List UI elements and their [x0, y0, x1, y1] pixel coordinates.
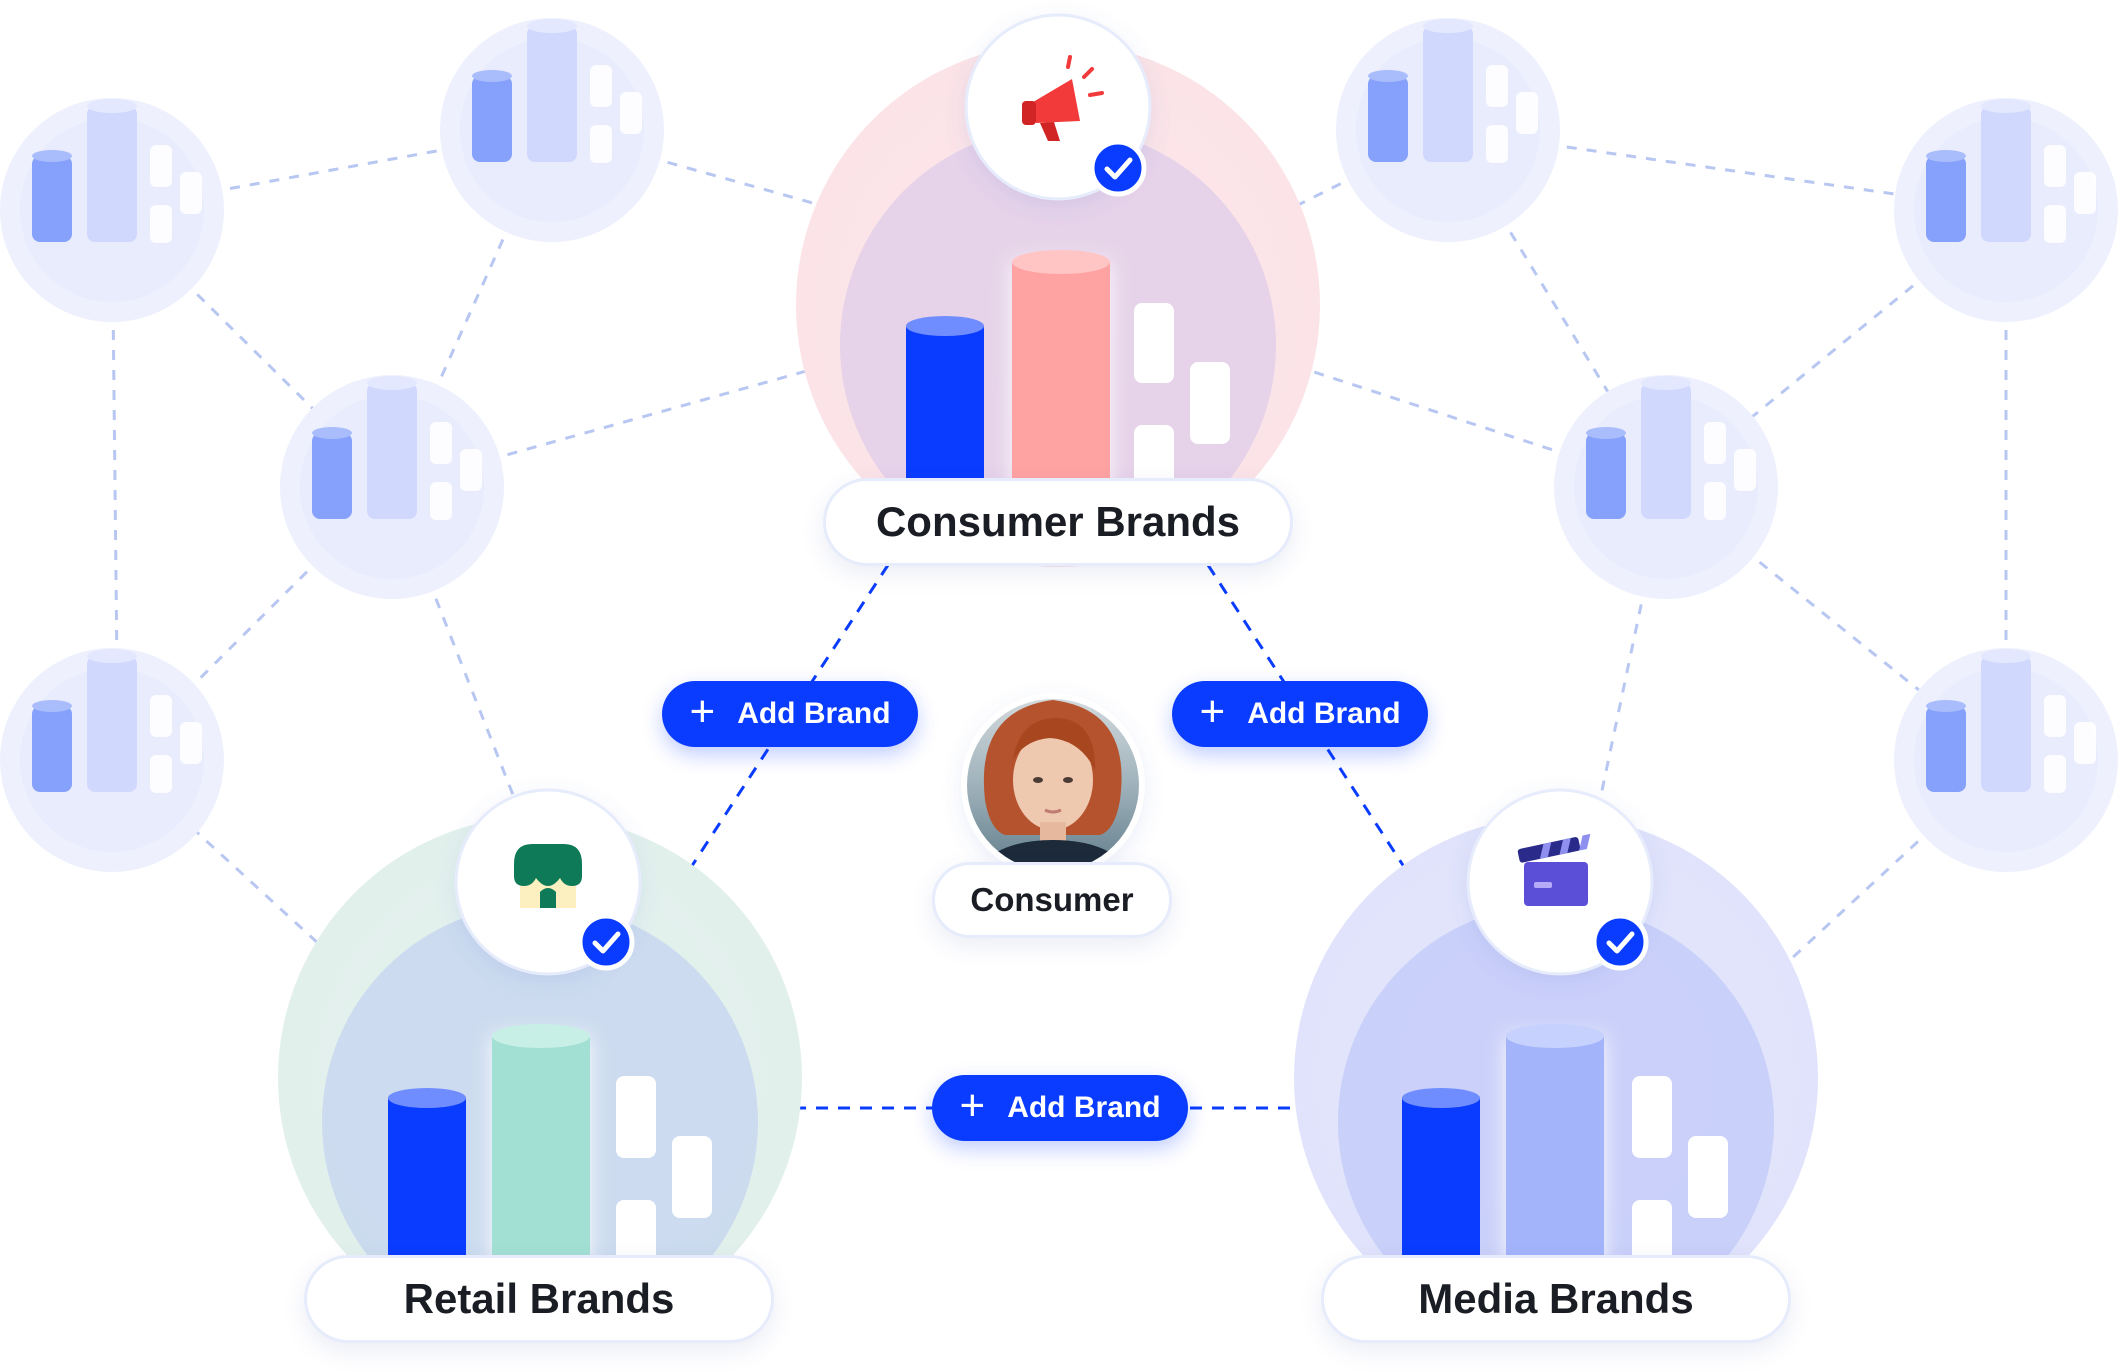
check-badge-icon — [577, 913, 635, 971]
add-brand-label: Add Brand — [737, 697, 891, 730]
plus-icon: + — [959, 1081, 986, 1130]
hub-label-consumer-brands: Consumer Brands — [823, 478, 1293, 566]
bg-node — [1336, 18, 1560, 242]
bg-node — [280, 375, 504, 599]
hub-bar-chart — [906, 250, 1230, 496]
bg-node — [440, 18, 664, 242]
storefront-icon — [514, 844, 582, 908]
hub-label-text: Retail Brands — [403, 1275, 675, 1322]
retail-brands-hub — [278, 788, 802, 1340]
add-brand-label: Add Brand — [1007, 1091, 1161, 1124]
bg-node — [1894, 648, 2118, 872]
center-label-consumer: Consumer — [932, 862, 1172, 938]
bg-node — [1554, 375, 1778, 599]
add-brand-button-left[interactable]: + Add Brand — [662, 681, 918, 747]
hub-label-retail-brands: Retail Brands — [304, 1255, 774, 1343]
bg-node — [0, 98, 224, 322]
hub-label-media-brands: Media Brands — [1321, 1255, 1791, 1343]
media-brands-hub — [1294, 788, 1818, 1340]
clapperboard-icon — [1517, 833, 1591, 906]
consumer-avatar — [961, 693, 1145, 877]
plus-icon: + — [1199, 687, 1226, 736]
add-brand-label: Add Brand — [1247, 697, 1401, 730]
add-brand-button-bottom[interactable]: + Add Brand — [932, 1075, 1188, 1141]
check-badge-icon — [1089, 139, 1147, 197]
hub-bar-chart — [388, 1024, 712, 1270]
add-brand-button-right[interactable]: + Add Brand — [1172, 681, 1428, 747]
bg-node — [0, 648, 224, 872]
hub-bar-chart — [1402, 1024, 1728, 1270]
hub-label-text: Consumer Brands — [875, 498, 1241, 545]
check-badge-icon — [1591, 913, 1649, 971]
megaphone-icon — [1022, 55, 1104, 141]
plus-icon: + — [689, 687, 716, 736]
consumer-brands-hub — [796, 13, 1320, 567]
hub-label-text: Media Brands — [1418, 1275, 1694, 1322]
center-label-text: Consumer — [970, 881, 1134, 918]
bg-node — [1894, 98, 2118, 322]
